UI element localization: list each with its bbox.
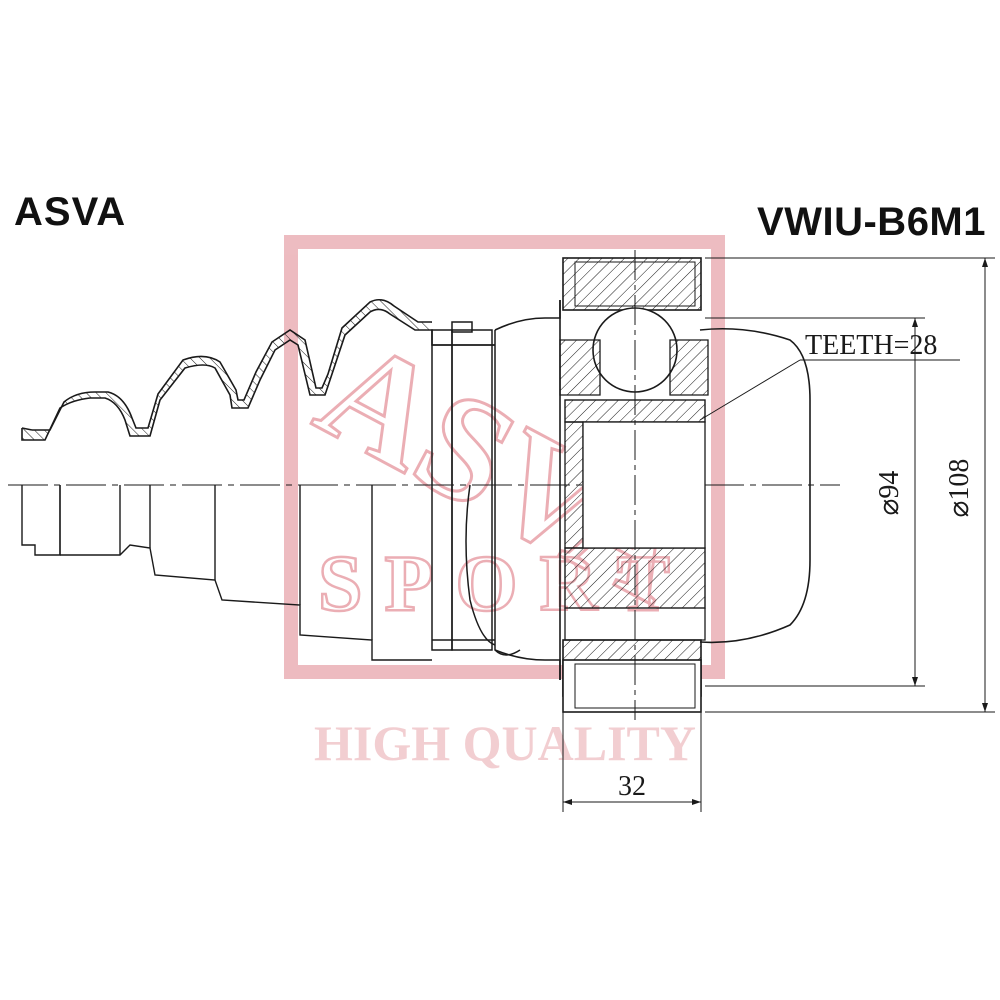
cv-boot [21, 298, 495, 441]
outer-diameter-label: ⌀108 [944, 459, 975, 518]
teeth-label: TEETH=28 [805, 330, 937, 361]
outer-race-bottom [562, 639, 702, 713]
brand-title: ASVA [14, 190, 127, 234]
width-label: 32 [618, 771, 646, 802]
shaft-lower [21, 485, 432, 661]
part-number: VWIU-B6M1 [757, 200, 986, 244]
watermark-tagline: HIGH QUALITY [314, 715, 696, 771]
inner-diameter-label: ⌀94 [874, 471, 905, 516]
spider-hub [564, 250, 706, 720]
tripod-roller [559, 307, 709, 396]
outer-race-top [562, 257, 702, 311]
dimension-lines [562, 257, 995, 812]
